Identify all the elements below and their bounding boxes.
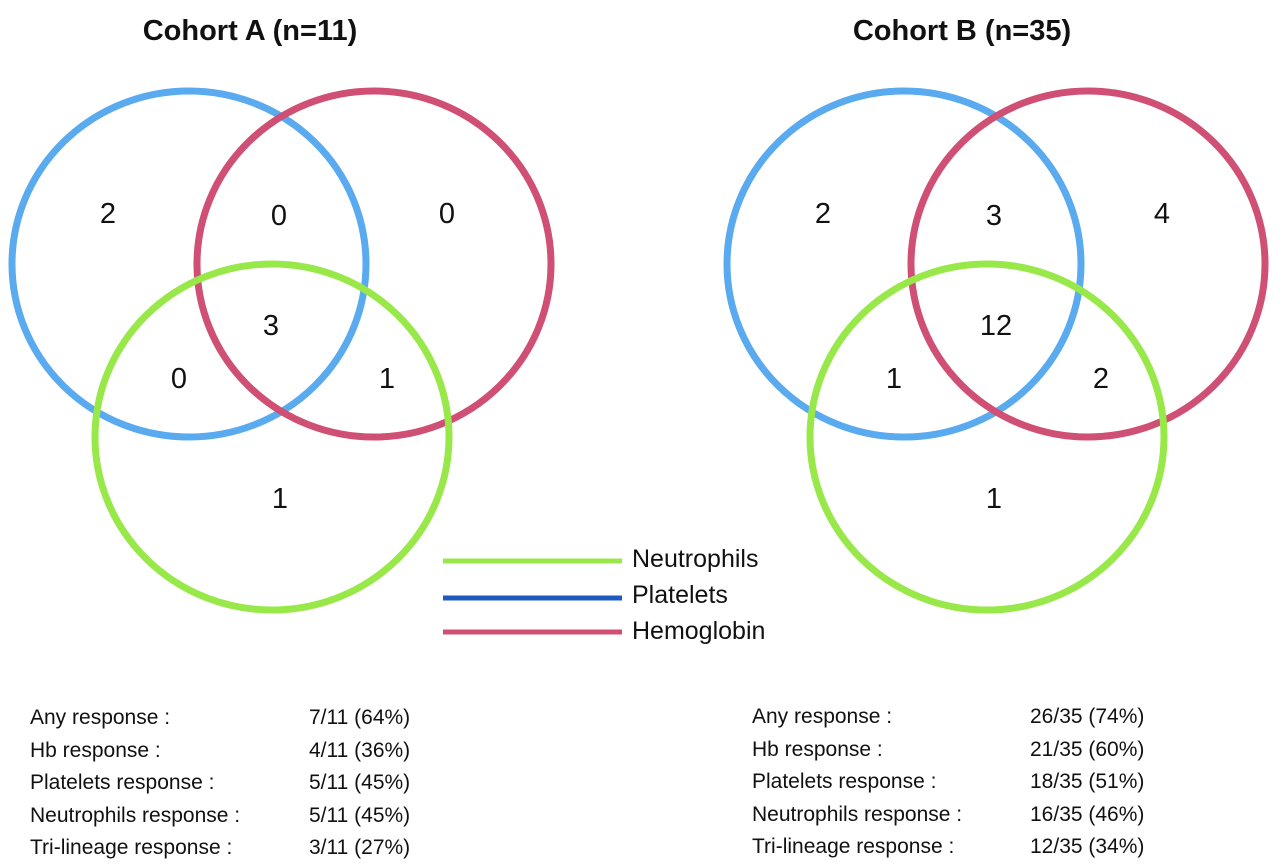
stat-value: 7/11 (64%) [309, 706, 411, 729]
stat-value: 18/35 (51%) [1030, 770, 1145, 793]
cohort-b-hb-only-count: 4 [1154, 198, 1170, 230]
stat-value: 16/35 (46%) [1030, 802, 1145, 826]
cohort-a-neut-only-count: 1 [272, 483, 288, 515]
stat-label: Hb response : [752, 737, 883, 761]
cohort-a-platelets-neut-count: 0 [171, 363, 187, 395]
cohort-a-all-three-count: 3 [263, 310, 279, 342]
cohort-b-hb-neut-count: 2 [1093, 363, 1109, 395]
cohort-a-hemoglobin-circle [193, 87, 555, 441]
cohort-b-platelets-neut-count: 1 [886, 363, 902, 395]
cohort-b-neut-only-count: 1 [986, 483, 1002, 515]
stat-value: 21/35 (60%) [1030, 737, 1145, 761]
stat-value: 4/11 (36%) [309, 738, 411, 762]
cohort-b-title: Cohort B (n=35) [853, 15, 1071, 47]
cohort-b-all-three-count: 12 [980, 310, 1012, 342]
stat-label: Any response : [752, 705, 893, 728]
stat-value: 5/11 (45%) [309, 803, 411, 827]
stat-label: Hb response : [30, 738, 161, 762]
stat-value: 12/35 (34%) [1030, 835, 1145, 858]
cohort-a-venn: Cohort A (n=11) 2 0 0 3 0 1 1 [8, 15, 555, 614]
legend-label-platelets: Platelets [632, 581, 728, 609]
cohort-a-hb-neut-count: 1 [379, 363, 395, 395]
stat-label: Neutrophils response : [752, 802, 963, 826]
stat-value: 3/11 (27%) [309, 836, 411, 859]
stat-value: 5/11 (45%) [309, 771, 411, 794]
stat-label: Neutrophils response : [30, 803, 241, 827]
stat-value: 26/35 (74%) [1030, 705, 1145, 728]
cohort-a-hb-only-count: 0 [439, 198, 455, 230]
cohort-a-platelets-hb-count: 0 [271, 200, 287, 232]
cohort-b-venn: Cohort B (n=35) 2 3 4 12 1 2 1 [723, 15, 1269, 614]
cohort-a-platelets-circle [8, 87, 370, 441]
stat-label: Platelets response : [752, 770, 937, 793]
cohort-b-neutrophils-circle [806, 260, 1168, 614]
cohort-b-platelets-hb-count: 3 [986, 200, 1002, 232]
legend: Neutrophils Platelets Hemoglobin [443, 545, 765, 645]
legend-label-neutrophils: Neutrophils [632, 545, 758, 573]
cohort-a-platelets-only-count: 2 [100, 198, 116, 230]
cohort-b-hemoglobin-circle [907, 87, 1269, 441]
stat-label: Any response : [30, 706, 171, 729]
legend-label-hemoglobin: Hemoglobin [632, 617, 765, 645]
cohort-a-title: Cohort A (n=11) [143, 15, 358, 47]
cohort-b-platelets-circle [723, 87, 1085, 441]
cohort-b-platelets-only-count: 2 [815, 198, 831, 230]
cohort-a-neutrophils-circle [91, 260, 453, 614]
stat-label: Tri-lineage response : [30, 836, 233, 859]
stat-label: Tri-lineage response : [752, 835, 955, 858]
stat-label: Platelets response : [30, 771, 215, 794]
